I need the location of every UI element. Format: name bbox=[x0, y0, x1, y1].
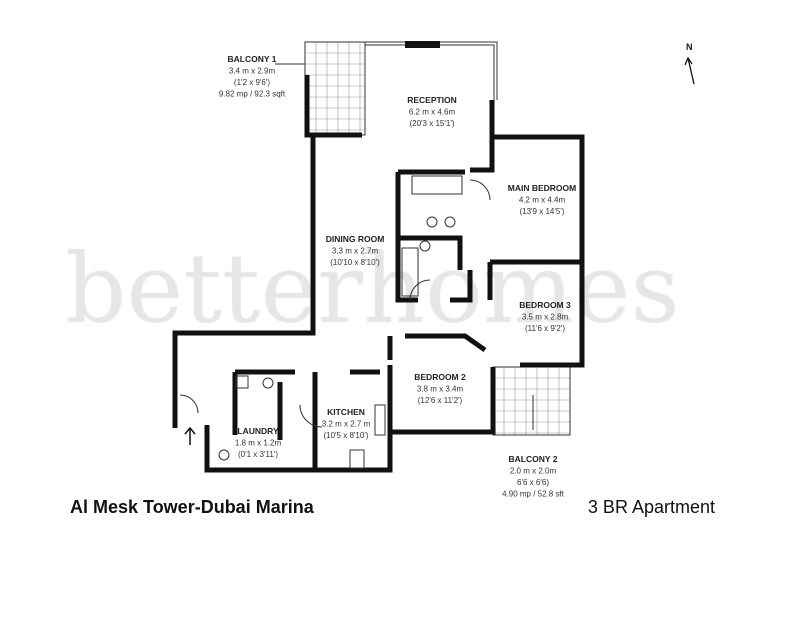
room-labels: BALCONY 1 3.4 m x 2.9m (1'2 x 9'6') 9.82 mp… bbox=[219, 54, 576, 499]
room-dims: 3.2 m x 2.7 m bbox=[322, 420, 371, 429]
toilet-icon bbox=[218, 449, 230, 461]
room-dims: 3.3 m x 2.7m bbox=[332, 247, 379, 256]
property-type: 3 BR Apartment bbox=[587, 497, 715, 517]
toilet-icon bbox=[419, 240, 431, 252]
room-area: 4.90 mp / 52.8 sft bbox=[502, 490, 565, 499]
room-name: BALCONY 2 bbox=[509, 454, 558, 464]
room-dims: 3.8 m x 3.4m bbox=[417, 385, 464, 394]
balcony-1-outline bbox=[304, 41, 366, 136]
room-dims: 2.0 m x 2.0m bbox=[510, 467, 557, 476]
room-name: RECEPTION bbox=[407, 95, 457, 105]
balcony-2-outline bbox=[492, 366, 571, 436]
room-imperial: (11'6 x 9'2') bbox=[525, 324, 565, 333]
balcony-1-tiles bbox=[305, 42, 365, 135]
room-imperial: (10'5 x 8'10') bbox=[323, 431, 368, 440]
room-dims: 3.4 m x 2.9m bbox=[229, 67, 276, 76]
room-imperial: (0'1 x 3'11') bbox=[238, 450, 278, 459]
entry-arrow-icon bbox=[184, 426, 196, 445]
north-label: N bbox=[686, 42, 693, 52]
room-imperial: (10'10 x 8'10') bbox=[330, 258, 380, 267]
door-swing bbox=[179, 394, 199, 414]
toilet-icon bbox=[262, 377, 274, 389]
room-dims: 3.5 m x 2.8m bbox=[522, 313, 569, 322]
door-swing bbox=[299, 404, 323, 428]
room-name: BALCONY 1 bbox=[228, 54, 277, 64]
property-title: Al Mesk Tower-Dubai Marina bbox=[70, 497, 314, 517]
stove-icon bbox=[349, 449, 365, 469]
room-name: KITCHEN bbox=[327, 407, 365, 417]
column bbox=[405, 41, 440, 48]
reception-window bbox=[365, 41, 498, 100]
room-imperial: (20'3 x 15'1') bbox=[409, 119, 454, 128]
bathtub-icon bbox=[401, 247, 419, 297]
sink-icon bbox=[426, 216, 438, 228]
washer-icon bbox=[235, 375, 249, 389]
room-name: MAIN BEDROOM bbox=[508, 183, 576, 193]
walls bbox=[172, 75, 585, 473]
door-swing bbox=[409, 279, 431, 301]
reception-window-inner bbox=[365, 44, 495, 100]
sink-icon bbox=[374, 404, 386, 436]
room-name: BEDROOM 2 bbox=[414, 372, 466, 382]
room-area: 9.82 mp / 92.3 sqft bbox=[219, 90, 286, 99]
room-name: LAUNDRY bbox=[237, 426, 279, 436]
room-dims: 6.2 m x 4.6m bbox=[409, 108, 456, 117]
room-name: DINING ROOM bbox=[326, 234, 385, 244]
balcony-2-tiles bbox=[493, 367, 570, 435]
room-imperial: (13'9 x 14'5') bbox=[519, 207, 564, 216]
room-imperial: (1'2 x 9'6') bbox=[234, 78, 270, 87]
bathtub-icon bbox=[411, 175, 463, 195]
room-dims: 1.8 m x 1.2m bbox=[235, 439, 282, 448]
fixtures bbox=[179, 175, 491, 469]
room-dims: 4.2 m x 4.4m bbox=[519, 196, 566, 205]
room-imperial: (12'6 x 11'2') bbox=[418, 396, 463, 405]
sink-icon bbox=[444, 216, 456, 228]
room-imperial: 6'6 x 6'6) bbox=[517, 478, 549, 487]
room-name: BEDROOM 3 bbox=[519, 300, 571, 310]
north-arrow-icon bbox=[684, 56, 695, 85]
door-swing bbox=[469, 179, 491, 201]
